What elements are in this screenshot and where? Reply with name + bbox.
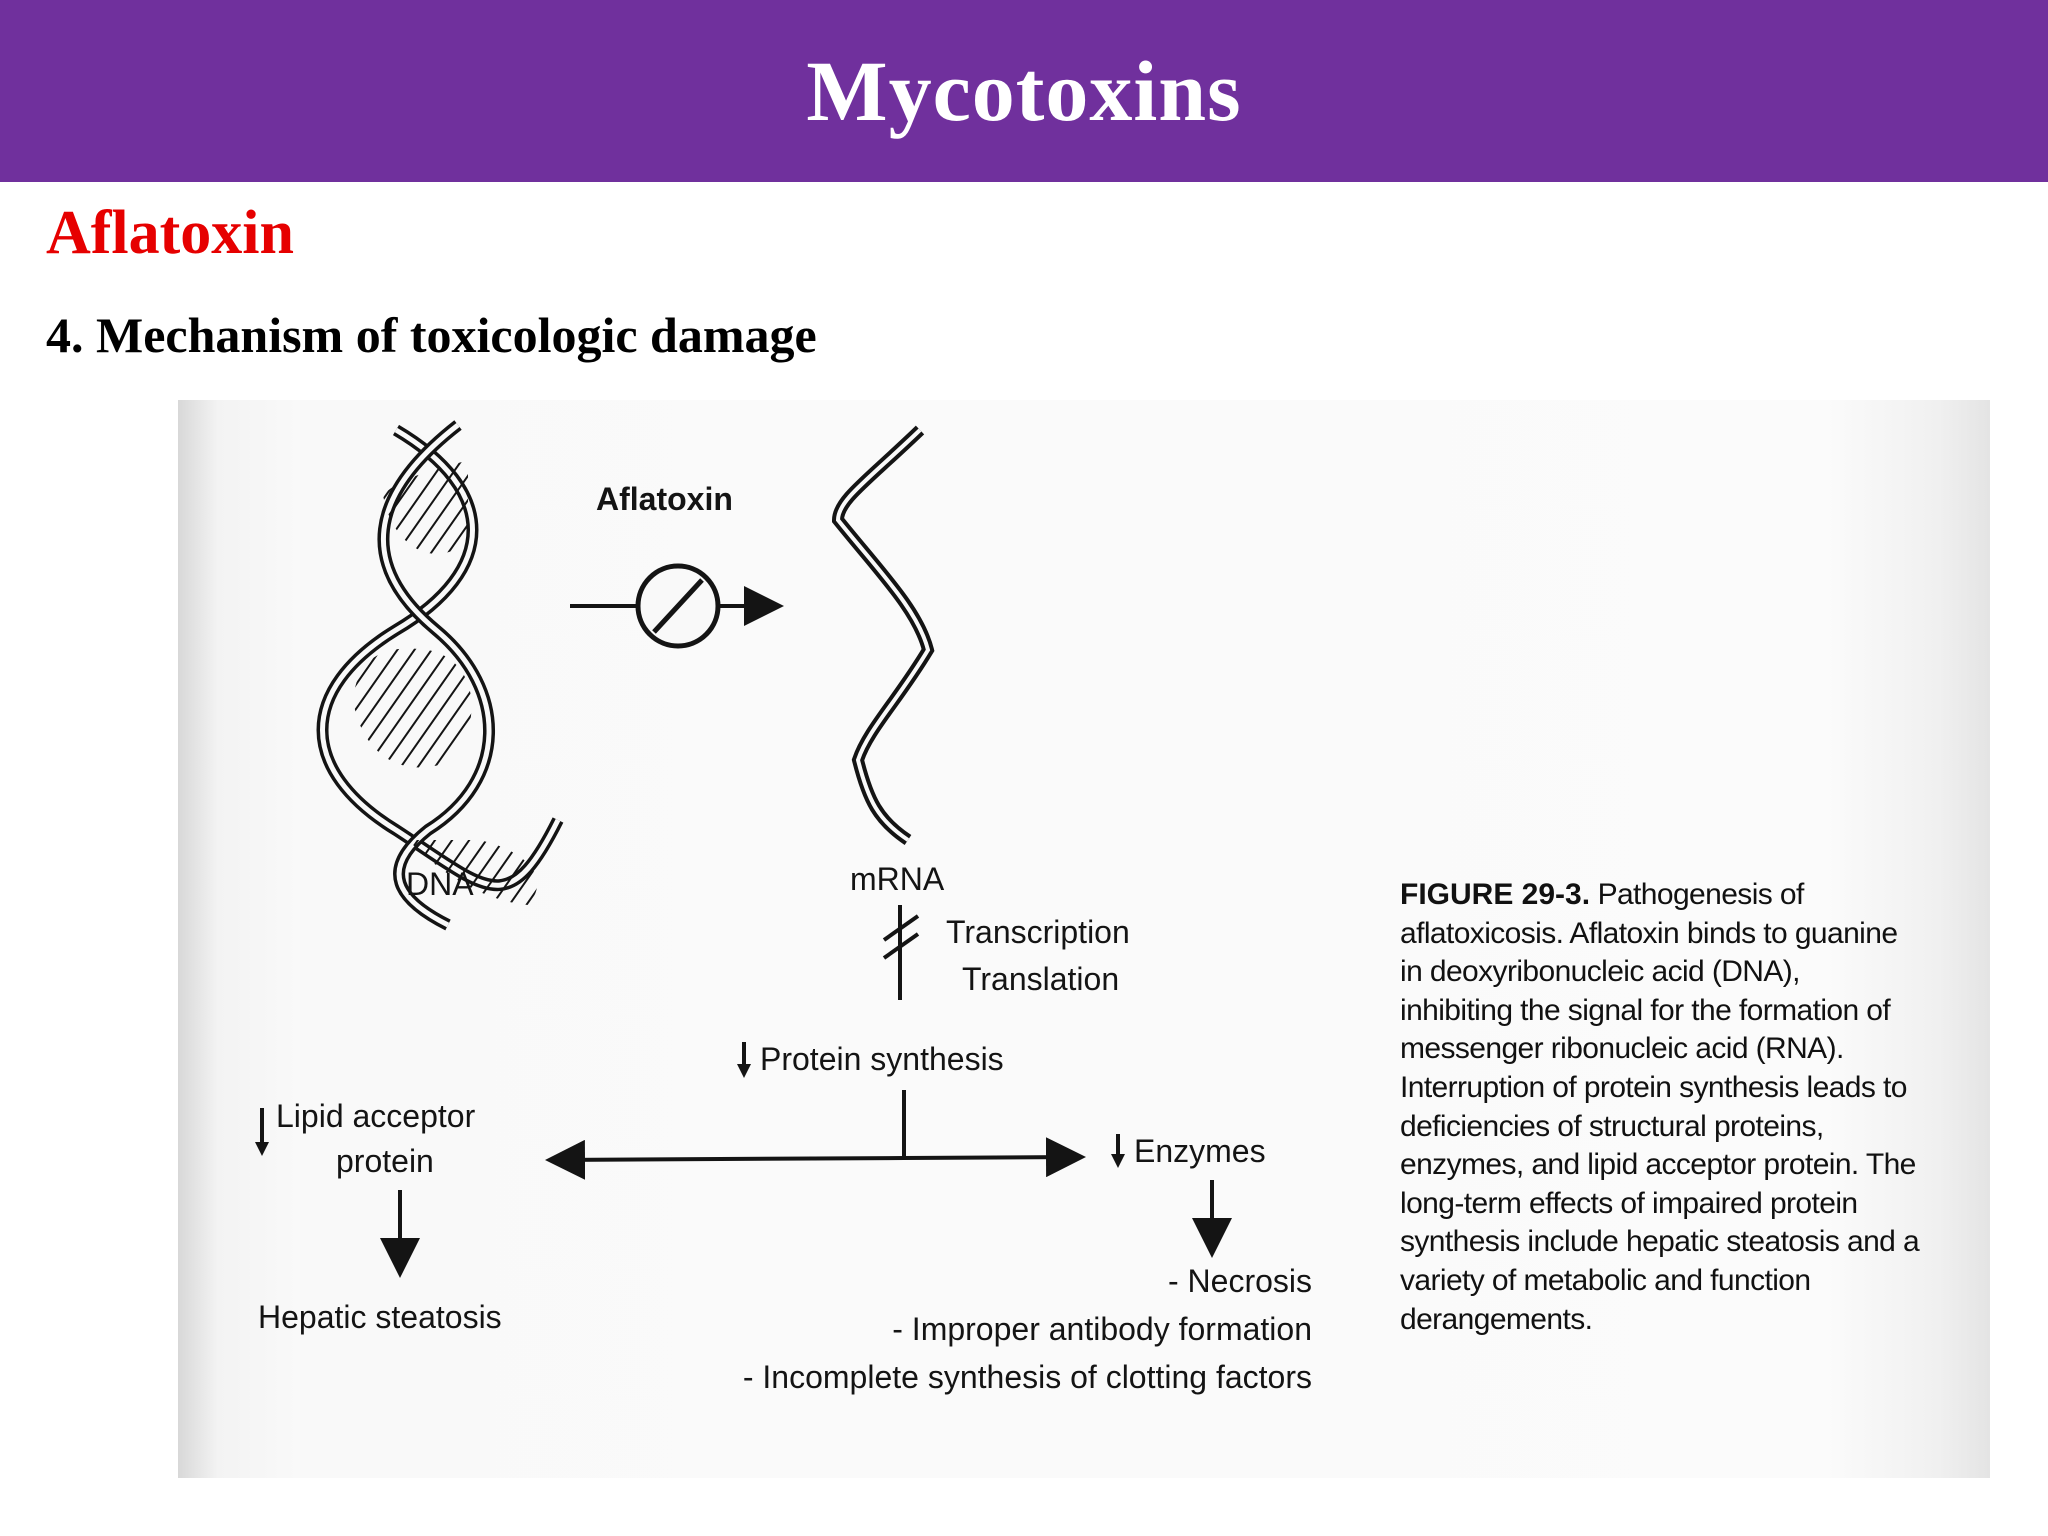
enzymes-label: Enzymes	[1134, 1133, 1266, 1169]
dna-label: DNA	[406, 866, 474, 902]
down-arrow-icon	[255, 1108, 269, 1156]
figure-caption: FIGURE 29-3. Pathogenesis of aflatoxicos…	[1400, 876, 1920, 1339]
down-arrow-icon	[737, 1042, 751, 1078]
section-heading: 4. Mechanism of toxicologic damage	[46, 307, 817, 363]
inhibition-circle-icon	[635, 563, 721, 649]
clotting-label: - Incomplete synthesis of clotting facto…	[743, 1359, 1312, 1395]
caption-text: Pathogenesis of aflatoxicosis. Aflatoxin…	[1400, 878, 1920, 1336]
mrna-strand-icon	[831, 425, 935, 845]
hepatic-steatosis-label: Hepatic steatosis	[258, 1299, 502, 1335]
slide-subtitle: Aflatoxin	[46, 199, 294, 267]
necrosis-label: - Necrosis	[1168, 1263, 1312, 1299]
antibody-label: - Improper antibody formation	[892, 1311, 1312, 1347]
translation-label: Translation	[962, 961, 1119, 997]
caption-label: FIGURE 29-3.	[1400, 878, 1591, 911]
lipid-acceptor-label: Lipid acceptor	[276, 1098, 476, 1134]
title-bar: Mycotoxins	[0, 0, 2048, 182]
transcription-label: Transcription	[946, 914, 1130, 950]
lipid-protein-label: protein	[336, 1143, 434, 1179]
aflatoxin-label: Aflatoxin	[596, 481, 733, 517]
dna-helix-icon	[316, 420, 564, 931]
figure-image: DNA Aflatoxin mRNA Transcription Transla…	[178, 400, 1990, 1478]
mrna-label: mRNA	[850, 861, 945, 897]
down-arrow-icon	[1111, 1134, 1125, 1168]
pathogenesis-diagram: DNA Aflatoxin mRNA Transcription Transla…	[255, 420, 1312, 1395]
slide-title: Mycotoxins	[806, 43, 1242, 139]
protein-synthesis-label: Protein synthesis	[760, 1041, 1004, 1077]
